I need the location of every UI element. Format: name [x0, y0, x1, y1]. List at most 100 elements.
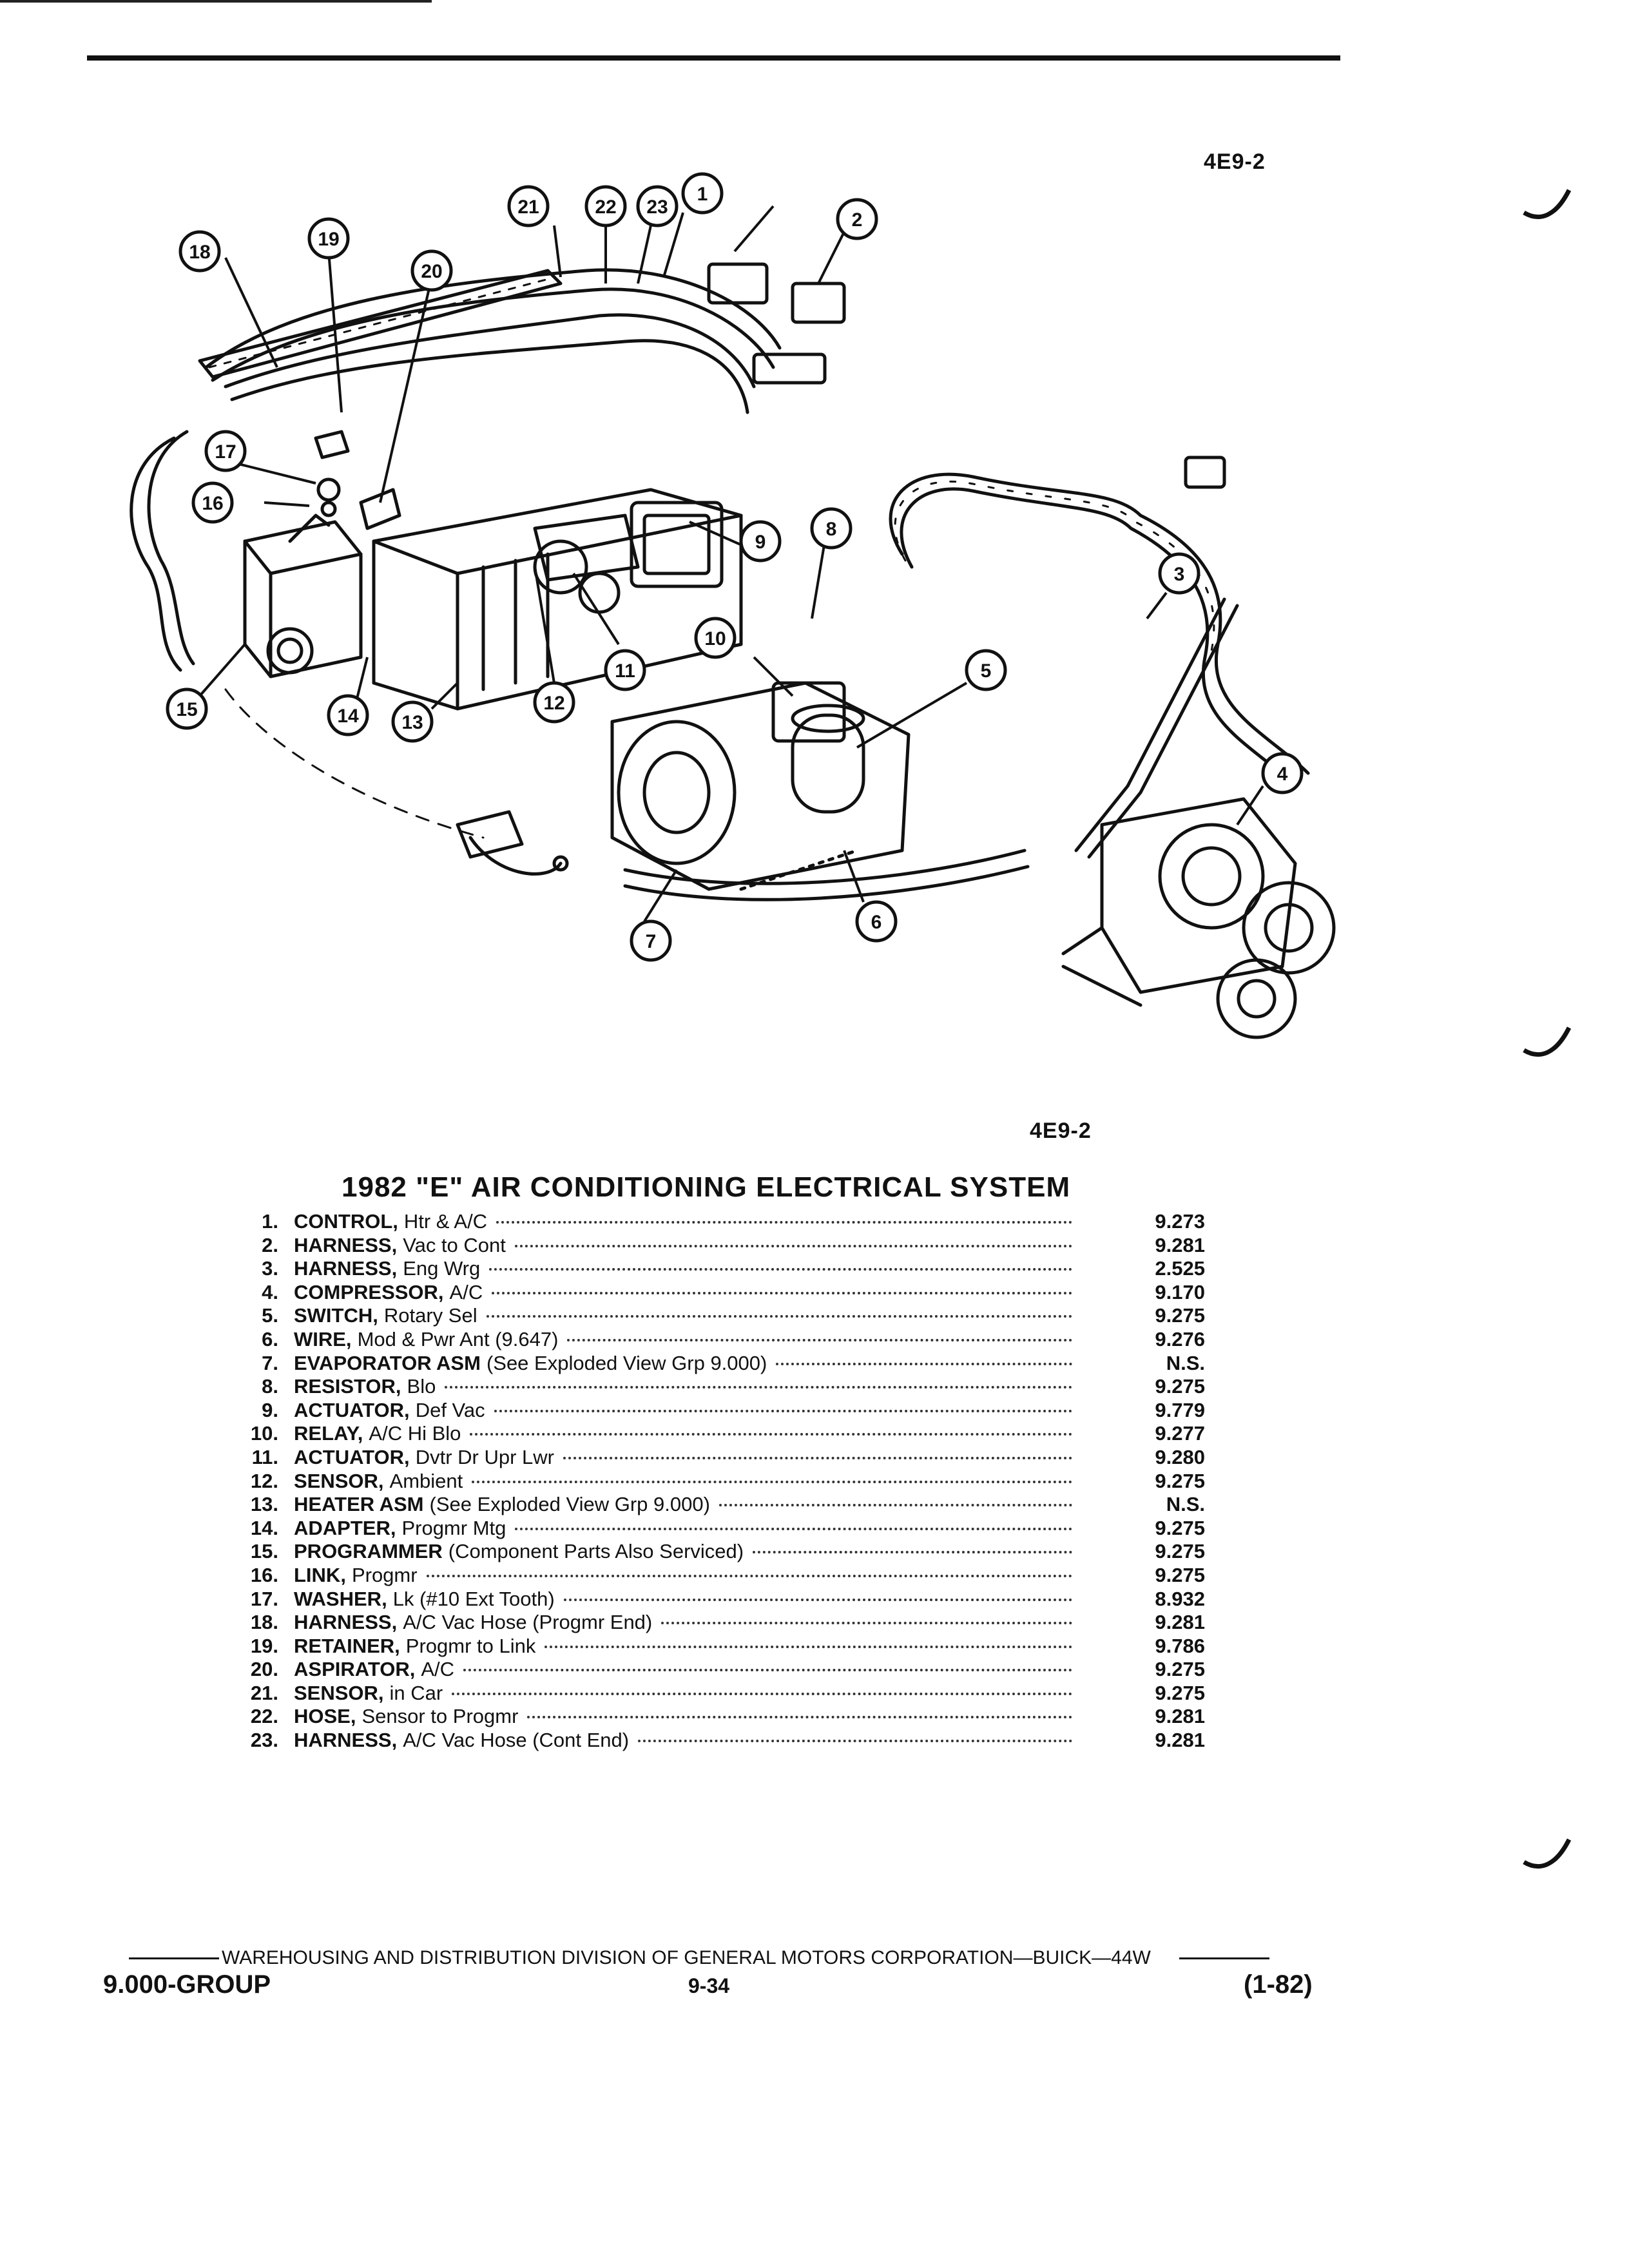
part-description: PROGRAMMER(Component Parts Also Serviced…: [278, 1540, 1081, 1564]
callout-22: 22: [595, 197, 616, 218]
part-group-number: 9.275: [1155, 1516, 1205, 1539]
dot-leader: [470, 1433, 1072, 1436]
part-number: 23.: [250, 1729, 278, 1752]
edge-punch-mark: [1523, 1838, 1572, 1869]
callout-8: 8: [826, 519, 837, 540]
part-group-number: 9.275: [1155, 1681, 1205, 1704]
dot-leader: [661, 1622, 1072, 1625]
part-description: ACTUATOR,Dvtr Dr Upr Lwr: [278, 1446, 1081, 1470]
footer-dash-left: [129, 1957, 219, 1959]
part-number: 3.: [262, 1257, 278, 1280]
dot-leader: [527, 1716, 1072, 1719]
part-name: RELAY,: [294, 1422, 363, 1445]
callout-15: 15: [176, 699, 197, 720]
part-name: ASPIRATOR,: [294, 1658, 416, 1681]
part-row: 23.HARNESS,A/C Vac Hose (Cont End)9.281: [245, 1729, 1205, 1753]
part-description: SWITCH,Rotary Sel: [278, 1304, 1081, 1328]
part-group-number: 2.525: [1155, 1257, 1205, 1280]
part-detail: Progmr Mtg: [401, 1516, 506, 1539]
part-detail: A/C: [421, 1658, 455, 1681]
part-number: 18.: [250, 1611, 278, 1634]
dot-leader: [514, 1244, 1072, 1247]
dot-leader: [452, 1692, 1072, 1695]
part-group-number: 9.280: [1155, 1445, 1205, 1468]
callout-12: 12: [543, 693, 564, 714]
part-description: ADAPTER,Progmr Mtg: [278, 1517, 1081, 1541]
part-row: 15.PROGRAMMER(Component Parts Also Servi…: [245, 1540, 1205, 1564]
part-description: WIRE,Mod & Pwr Ant (9.647): [278, 1328, 1081, 1352]
part-number: 17.: [250, 1587, 278, 1610]
dot-leader: [753, 1551, 1072, 1554]
part-detail: in Car: [389, 1681, 443, 1704]
footer-division-text: WAREHOUSING AND DISTRIBUTION DIVISION OF…: [222, 1947, 1151, 1968]
part-description: HARNESS,Vac to Cont: [278, 1234, 1081, 1258]
part-name: COMPRESSOR,: [294, 1280, 444, 1303]
part-name: CONTROL,: [294, 1210, 398, 1233]
part-detail: Progmr to Link: [405, 1634, 536, 1657]
part-name: ACTUATOR,: [294, 1398, 410, 1421]
callout-3: 3: [1174, 564, 1185, 585]
callout-1: 1: [697, 184, 708, 205]
part-group-number: 9.275: [1155, 1563, 1205, 1586]
callout-9: 9: [755, 532, 766, 553]
callout-4: 4: [1277, 764, 1288, 785]
part-number: 11.: [251, 1445, 278, 1468]
dot-leader: [567, 1338, 1072, 1341]
callout-14: 14: [337, 706, 359, 727]
part-description: RETAINER,Progmr to Link: [278, 1635, 1081, 1658]
part-name: ACTUATOR,: [294, 1445, 410, 1468]
top-edge-line: [0, 0, 432, 3]
part-row: 13.HEATER ASM(See Exploded View Grp 9.00…: [245, 1493, 1205, 1517]
part-group-number: 9.276: [1155, 1327, 1205, 1350]
part-group-number: 8.932: [1155, 1587, 1205, 1610]
part-row: 6.WIRE,Mod & Pwr Ant (9.647)9.276: [245, 1328, 1205, 1352]
part-name: SENSOR,: [294, 1681, 384, 1704]
dot-leader: [472, 1480, 1072, 1483]
edge-punch-mark: [1523, 1026, 1572, 1057]
part-number: 22.: [250, 1705, 278, 1728]
part-name: HOSE,: [294, 1705, 356, 1728]
part-description: EVAPORATOR ASM(See Exploded View Grp 9.0…: [278, 1352, 1081, 1376]
part-number: 20.: [250, 1658, 278, 1681]
dot-leader: [515, 1527, 1072, 1530]
callout-18: 18: [189, 242, 210, 263]
footer-division-line: WAREHOUSING AND DISTRIBUTION DIVISION OF…: [129, 1947, 1321, 1969]
callout-23: 23: [646, 197, 668, 218]
part-detail: Vac to Cont: [403, 1233, 506, 1256]
part-number: 21.: [250, 1681, 278, 1704]
part-row: 11.ACTUATOR,Dvtr Dr Upr Lwr 9.280: [245, 1446, 1205, 1470]
callout-2: 2: [852, 209, 863, 231]
part-detail: Lk (#10 Ext Tooth): [392, 1587, 555, 1610]
footer-page-number: 9-34: [688, 1974, 730, 1997]
part-number: 8.: [262, 1375, 278, 1398]
part-detail: (See Exploded View Grp 9.000): [429, 1493, 710, 1516]
part-description: ASPIRATOR,A/C: [278, 1658, 1081, 1682]
part-group-number: 9.275: [1155, 1540, 1205, 1563]
part-name: SENSOR,: [294, 1469, 384, 1492]
edge-punch-mark: [1523, 189, 1572, 220]
part-number: 19.: [250, 1634, 278, 1657]
part-description: SENSOR,in Car: [278, 1682, 1081, 1706]
part-detail: Ambient: [389, 1469, 463, 1492]
part-name: EVAPORATOR ASM: [294, 1351, 481, 1374]
callout-20: 20: [421, 261, 442, 282]
part-description: COMPRESSOR,A/C: [278, 1281, 1081, 1305]
part-detail: Mod & Pwr Ant (9.647): [357, 1327, 559, 1350]
callout-21: 21: [517, 197, 539, 218]
callout-13: 13: [401, 712, 423, 733]
part-group-number: 9.275: [1155, 1658, 1205, 1681]
part-detail: Progmr: [351, 1563, 418, 1586]
diagram-drawing: 1 2 3 4 5 6 7 8 9 10 11 12 13 14 15 16 1…: [130, 172, 1336, 1039]
dot-leader: [638, 1740, 1072, 1743]
part-name: RETAINER,: [294, 1634, 400, 1657]
dot-leader: [718, 1504, 1072, 1507]
part-group-number: 9.281: [1155, 1611, 1205, 1634]
part-description: HEATER ASM(See Exploded View Grp 9.000): [278, 1493, 1081, 1517]
footer-date: (1-82): [1244, 1970, 1313, 1999]
